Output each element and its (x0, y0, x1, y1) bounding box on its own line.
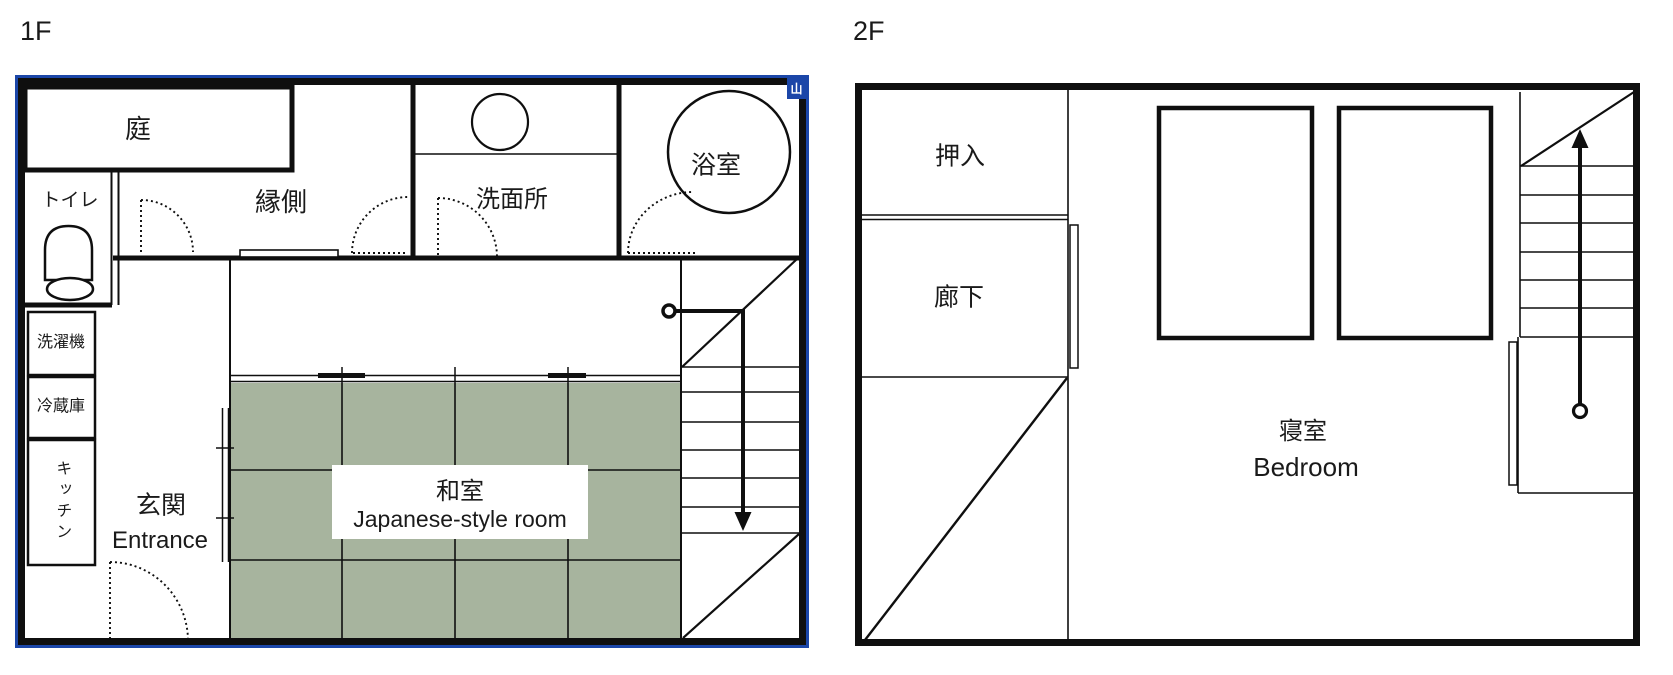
toilet-room-walls (22, 170, 120, 308)
washing-machine-box (26, 310, 97, 377)
room-label-washroom: 洗面所 (476, 186, 548, 214)
bed-2 (1336, 105, 1494, 341)
room-label-engawa: 縁側 (254, 187, 308, 218)
bathtub-circle (666, 89, 792, 215)
door-arc-bathroom (627, 191, 695, 254)
room-label-entrance-en: Entrance (111, 527, 209, 555)
stair-sliding-door (1508, 341, 1518, 486)
stairs-1f (661, 258, 800, 639)
room-label-garden: 庭 (124, 114, 152, 145)
hall-sliding-door (1069, 224, 1079, 369)
room-label-bathroom: 浴室 (690, 151, 742, 180)
toilet-icon (43, 224, 95, 302)
room-label-washitsu-en: Japanese-style room (353, 506, 567, 532)
door-arcs-1f (109, 191, 695, 642)
sink-circle (470, 92, 530, 152)
appliance-label-refrigerator: 冷蔵庫 (36, 397, 86, 415)
floor-label-1f: 1F (20, 16, 52, 46)
selection-badge-bg (787, 78, 806, 99)
refrigerator-box (26, 375, 97, 440)
stair-arrow-down (661, 303, 752, 531)
kitchen-box (26, 438, 97, 567)
door-arc-entrance (109, 561, 189, 642)
stair-arrow-up (1571, 129, 1589, 420)
door-arc-engawa-east (351, 196, 409, 254)
fusuma-track-north (231, 367, 681, 383)
floor-label-2f: 2F (853, 16, 885, 46)
plan-1f[interactable] (15, 75, 809, 648)
room-label-washitsu-jp: 和室 (436, 478, 484, 505)
selection-badge: 山 (790, 82, 803, 96)
stairs-2f (1508, 91, 1635, 494)
appliance-label-washing-machine: 洗濯機 (36, 333, 86, 351)
engawa-step-sill (239, 249, 339, 258)
door-arc-engawa-west (140, 199, 194, 253)
appliance-boxes (26, 310, 97, 567)
washitsu-label-box: 和室 Japanese-style room (332, 465, 588, 539)
closet-hall-walls (862, 90, 1079, 641)
room-label-oshiire: 押入 (934, 142, 986, 171)
room-label-bedroom-jp: 寝室 (1279, 418, 1327, 446)
bed-1 (1156, 105, 1315, 341)
room-label-entrance-jp: 玄関 (135, 491, 187, 520)
garden-room (22, 84, 295, 173)
room-label-bedroom-en: Bedroom (1253, 452, 1359, 483)
fusuma-west (216, 408, 234, 562)
room-label-toilet: トイレ (41, 190, 99, 212)
plan-2f[interactable] (855, 83, 1640, 646)
appliance-label-kitchen: キッチン (53, 460, 71, 544)
washroom-walls (410, 84, 622, 258)
door-arc-washroom (437, 197, 498, 258)
room-label-hallway: 廊下 (933, 283, 985, 312)
selection-outline-1f (15, 75, 809, 648)
